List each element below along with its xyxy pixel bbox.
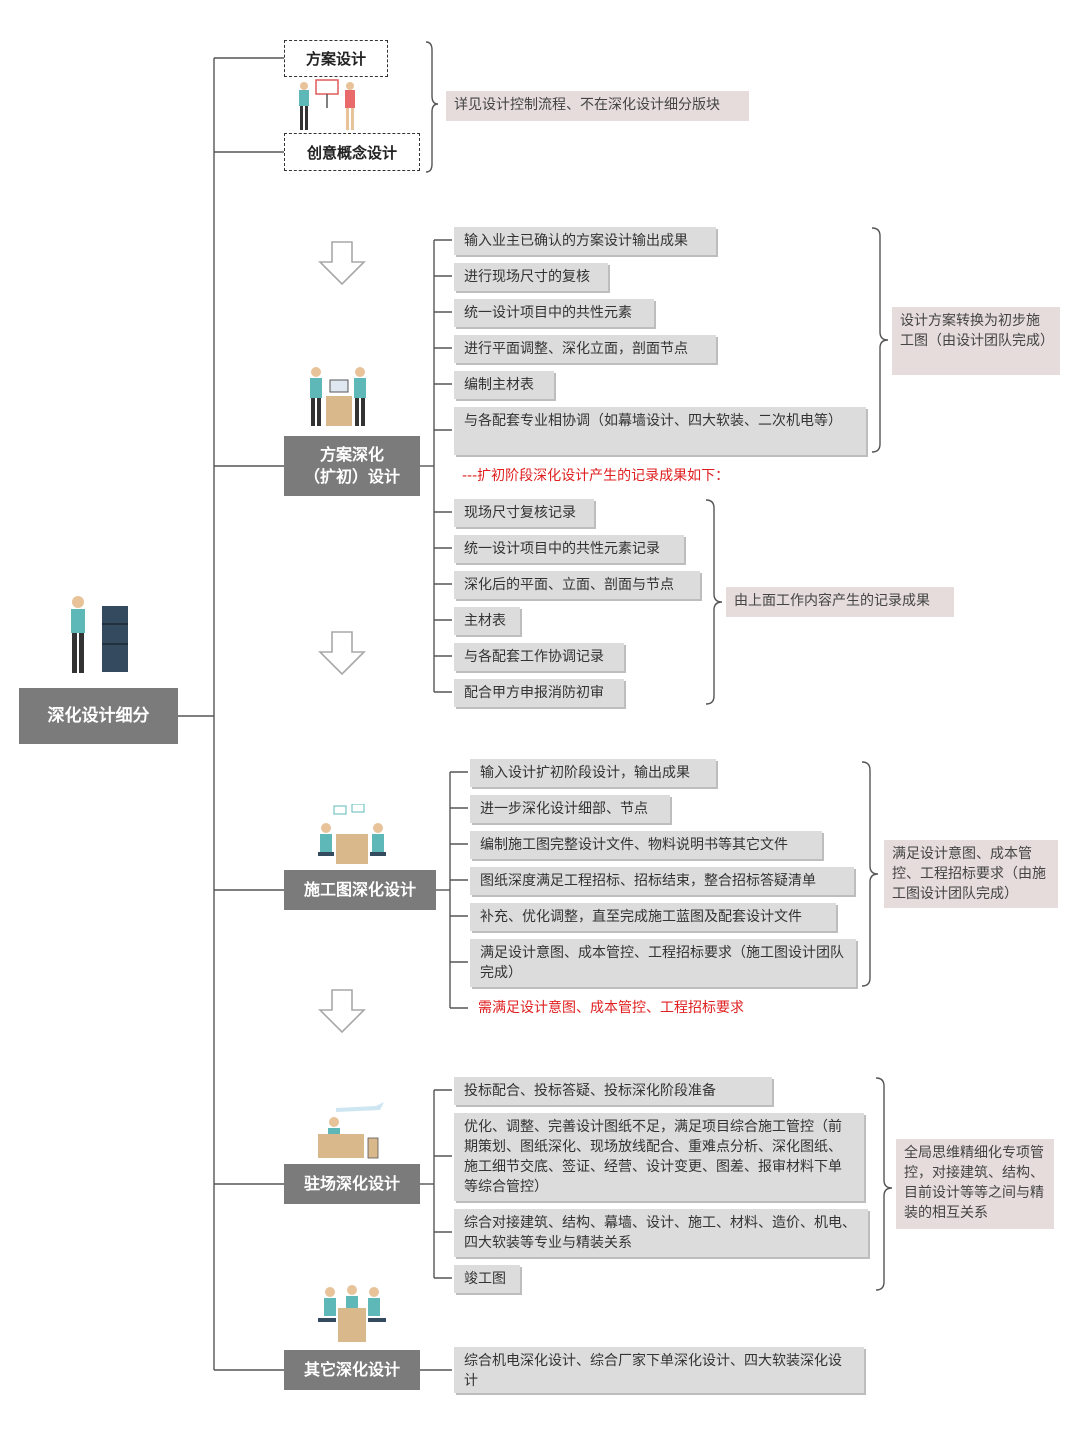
- stage2-item: 输入设计扩初阶段设计，输出成果: [470, 759, 716, 787]
- stage1-note: 设计方案转换为初步施工图（由设计团队完成）: [892, 307, 1060, 375]
- top-group-note: 详见设计控制流程、不在深化设计细分版块: [446, 91, 749, 121]
- down-arrow-icon: [318, 631, 366, 676]
- stage3-item: 优化、调整、完善设计图纸不足，满足项目综合施工管控（前期策划、图纸深化、现场放线…: [454, 1113, 864, 1201]
- concept-design-node: 创意概念设计: [284, 133, 420, 171]
- stage1-record: 深化后的平面、立面、剖面与节点: [454, 571, 700, 599]
- people-figure-icon: [71, 596, 128, 673]
- stage1-red-line: ---扩初阶段深化设计产生的记录成果如下：: [462, 468, 730, 484]
- stage2-item: 补充、优化调整，直至完成施工蓝图及配套设计文件: [470, 903, 836, 931]
- stage2-item: 图纸深度满足工程招标、招标结束，整合招标答疑清单: [470, 867, 854, 895]
- stage1-node: 方案深化 （扩初）设计: [284, 436, 420, 496]
- stage3-item: 投标配合、投标答疑、投标深化阶段准备: [454, 1077, 772, 1105]
- stage3-item: 竣工图: [454, 1265, 520, 1293]
- stage2-item: 满足设计意图、成本管控、工程招标要求（施工图设计团队完成）: [470, 939, 856, 987]
- stage3-item: 综合对接建筑、结构、幕墙、设计、施工、材料、造价、机电、四大软装等专业与精装关系: [454, 1209, 868, 1257]
- stage1-record: 现场尺寸复核记录: [454, 499, 594, 527]
- stage1-item: 编制主材表: [454, 371, 554, 399]
- scheme-design-node: 方案设计: [284, 40, 388, 77]
- stage2-item: 编制施工图完整设计文件、物料说明书等其它文件: [470, 831, 822, 859]
- stage1-record: 统一设计项目中的共性元素记录: [454, 535, 684, 563]
- stage1-item: 与各配套专业相协调（如幕墙设计、四大软装、二次机电等）: [454, 407, 866, 455]
- stage1-records-note: 由上面工作内容产生的记录成果: [726, 587, 954, 617]
- people-figure-icon: [318, 804, 386, 864]
- stage4-node: 其它深化设计: [284, 1350, 420, 1390]
- down-arrow-icon: [318, 241, 366, 286]
- stage2-item: 进一步深化设计细部、节点: [470, 795, 670, 823]
- stage1-item: 进行现场尺寸的复核: [454, 263, 608, 291]
- stage4-item: 综合机电深化设计、综合厂家下单深化设计、四大软装深化设计: [454, 1347, 864, 1393]
- stage3-node: 驻场深化设计: [284, 1164, 420, 1204]
- down-arrow-icon: [318, 989, 366, 1034]
- people-figure-icon: [299, 79, 355, 130]
- root-node: 深化设计细分: [19, 688, 178, 744]
- stage1-item: 输入业主已确认的方案设计输出成果: [454, 227, 716, 255]
- stage1-record: 与各配套工作协调记录: [454, 643, 624, 671]
- people-figure-icon: [318, 1285, 386, 1342]
- stage3-note: 全局思维精细化专项管控，对接建筑、结构、目前设计等等之间与精装的相互关系: [896, 1139, 1054, 1229]
- stage1-record: 主材表: [454, 607, 520, 635]
- stage2-note: 满足设计意图、成本管控、工程招标要求（由施工图设计团队完成）: [884, 840, 1058, 908]
- stage1-item: 进行平面调整、深化立面，剖面节点: [454, 335, 716, 363]
- stage1-item: 统一设计项目中的共性元素: [454, 299, 654, 327]
- stage2-red-line: 需满足设计意图、成本管控、工程招标要求: [478, 1000, 744, 1016]
- people-figure-icon: [318, 1102, 384, 1159]
- people-figure-icon: [310, 367, 366, 426]
- stage1-record: 配合甲方申报消防初审: [454, 679, 624, 707]
- stage2-node: 施工图深化设计: [284, 870, 436, 910]
